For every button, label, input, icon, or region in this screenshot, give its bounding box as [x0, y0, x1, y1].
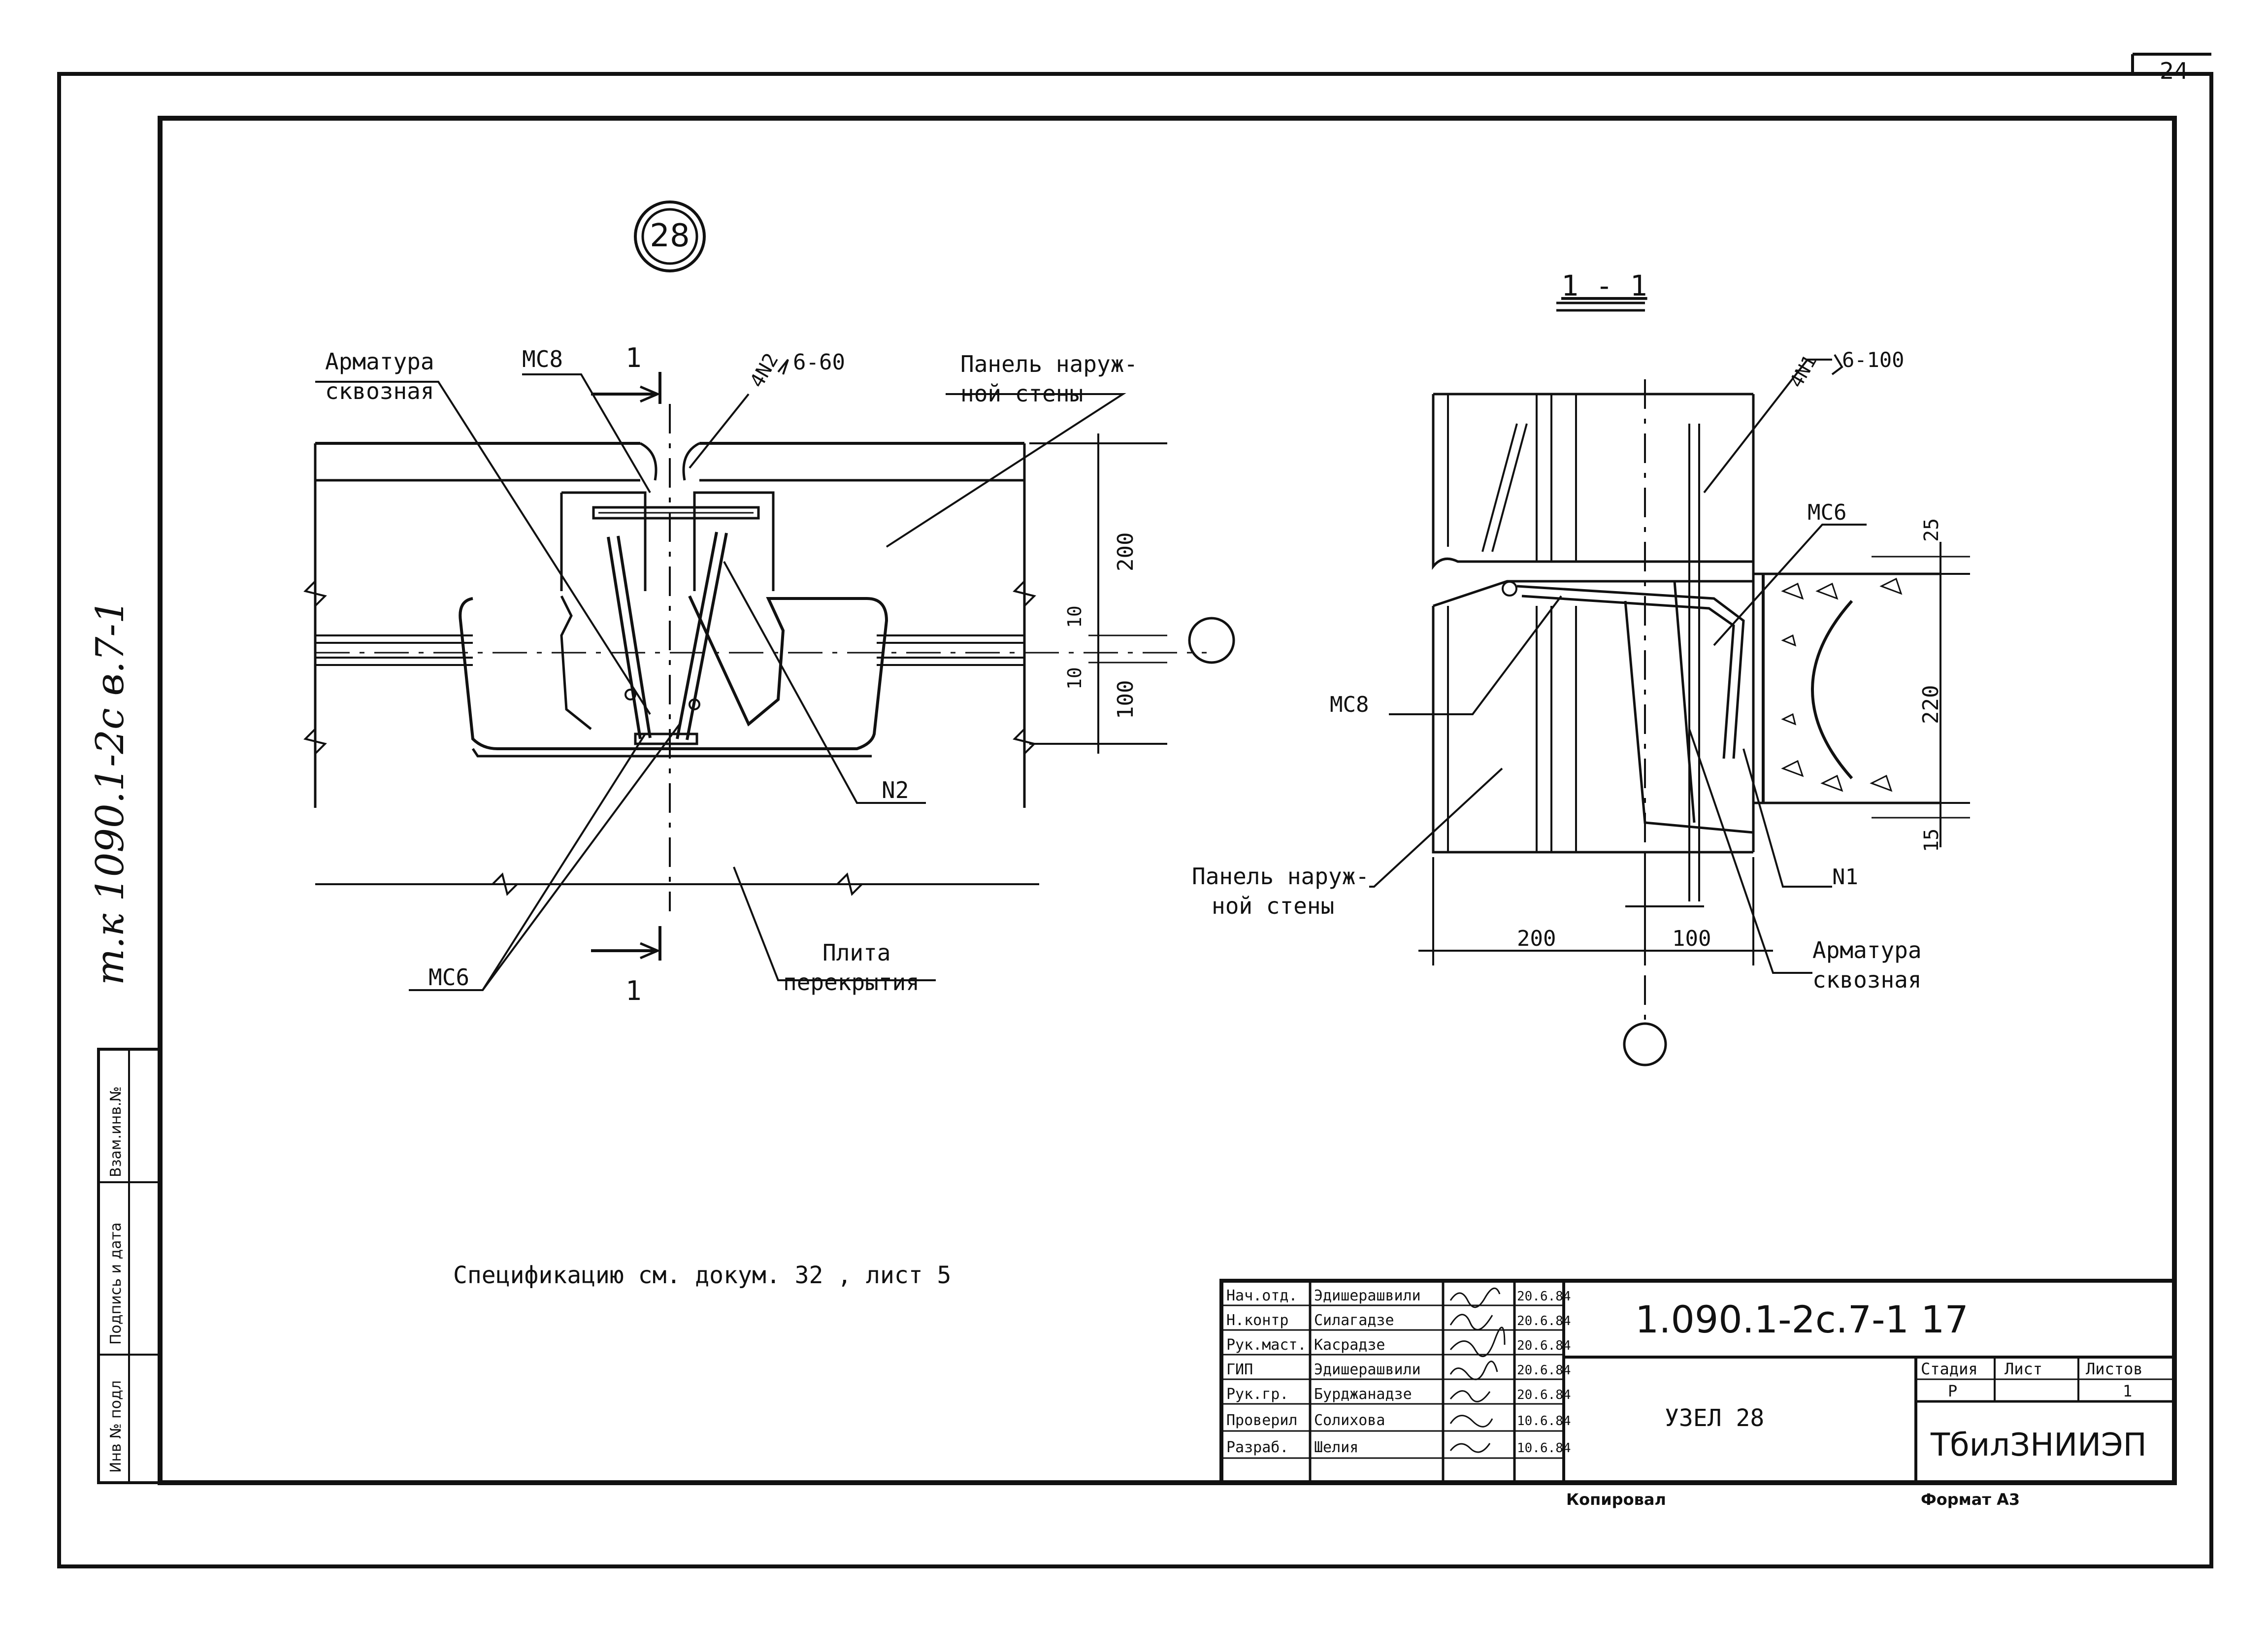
tb-row-date: 20.6.84 — [1517, 1314, 1571, 1329]
tb-row-name: Касрадзе — [1314, 1336, 1385, 1354]
rv-dim-100: 100 — [1672, 926, 1711, 951]
tb-row-date: 20.6.84 — [1517, 1363, 1571, 1378]
tb-row-date: 10.6.84 — [1517, 1441, 1571, 1456]
rv-mc8: МС8 — [1330, 692, 1369, 717]
node-marker-inner — [641, 208, 698, 265]
lv-armatura-2: сквозная — [325, 378, 434, 404]
rv-panel-2: ной стены — [1212, 893, 1334, 919]
rv-4n1: 4N1 — [1785, 351, 1821, 391]
section-label: 1 - 1 — [1561, 269, 1647, 302]
tb-sheet-h: Лист — [2005, 1360, 2042, 1378]
tb-copied: Копировал — [1566, 1490, 1666, 1509]
sheet-number: 24 — [2160, 58, 2189, 84]
tb-row-date: 10.6.84 — [1517, 1414, 1571, 1429]
lv-dim-10a: 10 — [1064, 605, 1085, 628]
tb-row-role: Разраб. — [1226, 1439, 1288, 1456]
signatures — [1449, 1287, 1506, 1453]
tb-row-role: Рук.гр. — [1226, 1386, 1288, 1403]
tb-row-date: 20.6.84 — [1517, 1338, 1571, 1353]
tb-row-role: Нач.отд. — [1226, 1287, 1298, 1304]
tb-row-name: Шелия — [1314, 1439, 1358, 1456]
lv-slab-2: перекрытия — [783, 969, 920, 996]
tb-stage-h: Стадия — [1921, 1360, 1978, 1378]
tb-row-name: Силагадзе — [1314, 1312, 1394, 1329]
tb-org: ТбилЗНИИЭП — [1930, 1427, 2147, 1463]
lv-n2: N2 — [882, 777, 909, 803]
lv-dim-200: 200 — [1113, 532, 1138, 571]
cut-mark-bottom: 1 — [625, 975, 642, 1006]
rv-panel-1: Панель наруж- — [1192, 863, 1369, 890]
node-marker-label: 28 — [650, 218, 690, 254]
cut-mark-top: 1 — [625, 342, 642, 373]
rv-weld: 6-100 — [1842, 348, 1904, 372]
lv-armatura-1: Арматура — [325, 348, 434, 375]
lv-dim-10b: 10 — [1064, 667, 1085, 690]
rv-mc6: МС6 — [1808, 500, 1846, 525]
side-code: т.к 1090.1-2с в.7-1 — [88, 599, 132, 985]
sheet-number-box — [2131, 53, 2211, 74]
tb-row-name: Бурджанадзе — [1314, 1386, 1412, 1403]
tb-sheets-v: 1 — [2123, 1382, 2132, 1400]
tb-format: Формат А3 — [1921, 1490, 2020, 1509]
lv-mc6: МС6 — [428, 964, 469, 991]
rv-dim-25: 25 — [1920, 518, 1943, 542]
left-stamp: Взам.инв.№ Подпись и дата Инв № подл — [97, 1048, 162, 1484]
tb-stage-v: Р — [1948, 1382, 1957, 1400]
tb-row-name: Солихова — [1314, 1412, 1385, 1429]
lv-weld: 6-60 — [793, 350, 845, 375]
stamp-inv-podl: Инв № подл — [107, 1380, 125, 1473]
rv-armatura-2: сквозная — [1812, 966, 1922, 993]
lv-panel-1: Панель наруж- — [960, 351, 1138, 377]
right-view: 1 - 1 — [1192, 269, 1970, 1066]
rv-n1: N1 — [1832, 864, 1858, 890]
lv-mc8: МС8 — [522, 346, 563, 372]
inner-frame — [158, 116, 2177, 1485]
tb-row-role: Рук.маст. — [1226, 1336, 1307, 1354]
specification-note: Спецификацию см. докум. 32 , лист 5 — [453, 1262, 951, 1289]
tb-sheets-h: Листов — [2086, 1360, 2143, 1378]
rv-dim-220: 220 — [1918, 685, 1943, 724]
tb-row-date: 20.6.84 — [1517, 1388, 1571, 1402]
lv-dim-100: 100 — [1113, 680, 1138, 719]
tb-code: 1.090.1-2с.7-1 17 — [1635, 1297, 1969, 1341]
node-marker-outer — [634, 200, 706, 272]
rv-armatura-1: Арматура — [1812, 937, 1922, 964]
rv-dim-200: 200 — [1517, 926, 1556, 951]
tb-row-role: ГИП — [1226, 1361, 1253, 1378]
tb-row-date: 20.6.84 — [1517, 1289, 1571, 1304]
lv-panel-2: ной стены — [960, 380, 1083, 407]
tb-title: УЗЕЛ 28 — [1665, 1404, 1764, 1432]
stamp-vzam-inv: Взам.инв.№ — [107, 1086, 125, 1177]
left-view: 28 1 — [303, 200, 1235, 1006]
tb-row-role: Н.контр — [1226, 1312, 1288, 1329]
stamp-podpis-data: Подпись и дата — [107, 1223, 125, 1345]
tb-row-name: Эдишерашвили — [1314, 1361, 1421, 1378]
lv-slab-1: Плита — [822, 939, 890, 966]
lv-4n2: 4N2 — [746, 349, 783, 392]
outer-frame — [57, 72, 2213, 1568]
tb-row-name: Эдишерашвили — [1314, 1287, 1421, 1304]
title-block: 1.090.1-2с.7-1 17 УЗЕЛ 28 ТбилЗНИИЭП Ста… — [1219, 1279, 2176, 1509]
tb-row-role: Проверил — [1226, 1412, 1298, 1429]
rv-dim-15: 15 — [1920, 829, 1943, 852]
